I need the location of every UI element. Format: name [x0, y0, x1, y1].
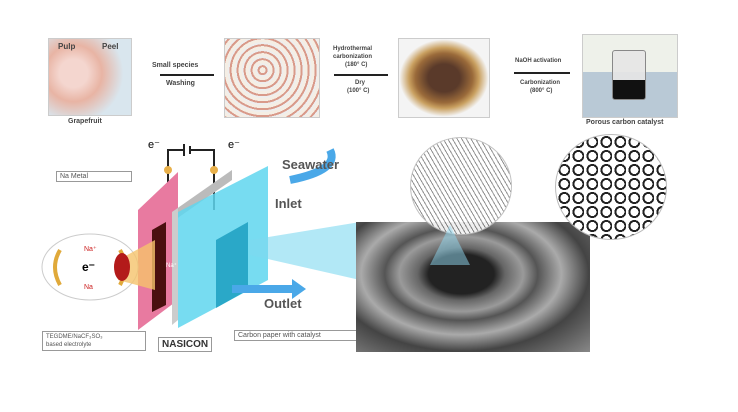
arrow-step1: [160, 74, 214, 76]
pulp-label: Pulp: [58, 42, 76, 51]
grapefruit-photo: [48, 38, 132, 116]
outlet-label: Outlet: [264, 296, 302, 311]
doped-carbon-inset: [555, 134, 667, 240]
electron-right-label: e⁻: [228, 139, 240, 151]
seawater-label: Seawater: [282, 157, 340, 172]
step3-below1: Carbonization: [520, 80, 560, 86]
inlet-arrow: [289, 148, 336, 184]
outlet-arrowhead: [292, 279, 306, 299]
cathode-terminal: [210, 166, 218, 174]
hydrochar-photo: [398, 38, 490, 118]
na-metal: [152, 222, 166, 312]
step2-above3: (180° C): [345, 62, 368, 68]
step2-above1: Hydrothermal: [333, 46, 373, 52]
cycle-na: Na: [84, 284, 93, 291]
electrolyte-line2: based electrolyte: [46, 342, 92, 348]
peel-label: Peel: [102, 42, 119, 51]
electrolyte-label: TEGDME/NaCF₃SO₃ based electrolyte: [42, 331, 146, 351]
magnify-beam: [250, 222, 360, 280]
na-metal-label: Na Metal: [56, 171, 132, 182]
carbon-paper-label: Carbon paper with catalyst: [234, 330, 372, 341]
porous-carbon-label: Porous carbon catalyst: [586, 119, 664, 126]
step1-above: Small species: [152, 62, 199, 69]
cell-diagram: [41, 144, 360, 330]
arrow-step3: [514, 72, 570, 74]
anode-terminal: [164, 166, 172, 174]
inlet-label: Inlet: [275, 196, 302, 211]
na-particle: [114, 253, 130, 281]
step1-below: Washing: [166, 80, 195, 87]
nasicon-plate: [172, 208, 178, 325]
electrolyte-line1: TEGDME/NaCF₃SO₃: [46, 334, 103, 340]
cycle-electron: e⁻: [82, 260, 96, 274]
peel-pieces-photo: [224, 38, 320, 118]
sem-image: [356, 222, 590, 352]
nasicon-label: NASICON: [158, 337, 213, 352]
electron-left-label: e⁻: [148, 139, 160, 151]
grapefruit-label: Grapefruit: [68, 118, 102, 125]
cycle-na-plus: Na⁺: [84, 246, 97, 253]
outlet-arrow: [232, 285, 292, 293]
graphene-sheets-inset: [410, 137, 512, 235]
step3-below2: (800° C): [530, 88, 553, 94]
step3-above: NaOH activation: [515, 58, 562, 64]
step2-above2: carbonization: [333, 54, 373, 60]
step2-below1: Dry: [355, 80, 366, 86]
arrow-step2: [334, 74, 388, 76]
jar: [612, 50, 646, 100]
circuit-wire: [167, 144, 215, 170]
step2-below2: (100° C): [347, 88, 370, 94]
ion-label: Na⁺: [166, 263, 177, 269]
